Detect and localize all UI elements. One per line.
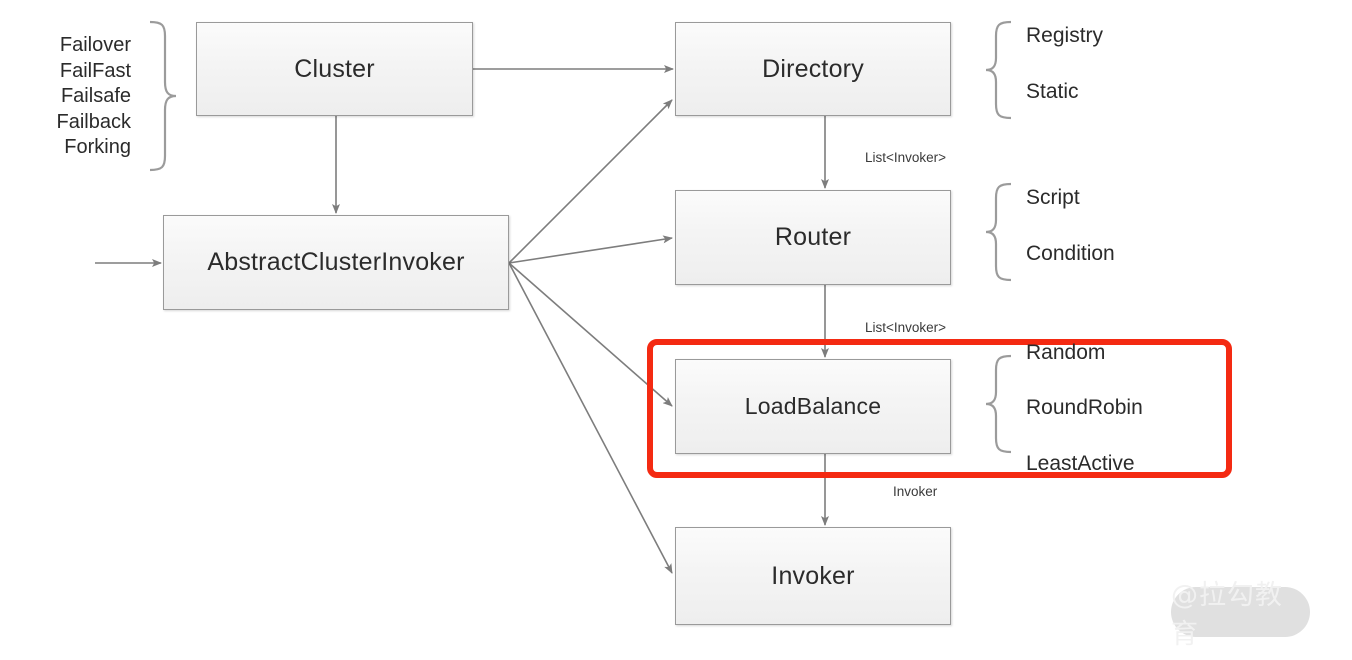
edge-label-load-balance-to-invoker: Invoker <box>893 484 938 499</box>
edge-abstract-cluster-invoker-to-router <box>508 235 673 264</box>
edge-abstract-cluster-invoker-to-directory <box>508 99 673 264</box>
load-balance-highlight-box <box>647 339 1232 478</box>
cluster-strategy-failfast: FailFast <box>59 59 131 82</box>
cluster-strategy-forking: Forking <box>64 136 131 159</box>
directory-impl-registry: Registry <box>1026 24 1104 47</box>
cluster-strategy-failover: Failover <box>59 34 131 56</box>
node-abstract-cluster-invoker-label: AbstractClusterInvoker <box>207 248 465 276</box>
node-router[interactable]: Router <box>675 190 951 285</box>
router-impl-condition: Condition <box>1026 242 1115 265</box>
edge-label-router-to-load-balance: List<Invoker> <box>865 320 947 335</box>
cluster-strategy-failsafe: Failsafe <box>60 85 131 108</box>
node-directory-label: Directory <box>762 54 864 83</box>
node-load-balance-label: LoadBalance <box>744 393 882 419</box>
loadbalance-impls-brace-icon <box>985 354 1012 454</box>
watermark: @拉勾教育 <box>1171 580 1310 650</box>
node-directory[interactable]: Directory <box>675 22 951 116</box>
node-router-label: Router <box>774 223 852 251</box>
node-abstract-cluster-invoker[interactable]: AbstractClusterInvoker <box>163 215 509 310</box>
cluster-strategies-brace-icon <box>149 20 177 172</box>
cluster-strategies-labels: Failover FailFast Failsafe Failback Fork… <box>0 33 131 161</box>
cluster-strategy-failback: Failback <box>56 110 131 133</box>
router-impl-script: Script <box>1026 186 1080 209</box>
loadbalance-impl-roundrobin: RoundRobin <box>1026 396 1143 419</box>
directory-impls-brace-icon <box>985 20 1012 120</box>
watermark-text: @拉勾教育 <box>1171 580 1283 650</box>
node-cluster[interactable]: Cluster <box>196 22 473 116</box>
router-impls-brace-icon <box>985 182 1012 282</box>
node-load-balance[interactable]: LoadBalance <box>675 359 951 454</box>
node-cluster-label: Cluster <box>294 54 375 83</box>
edge-label-directory-to-router: List<Invoker> <box>865 150 947 165</box>
loadbalance-impl-leastactive: LeastActive <box>1026 452 1135 475</box>
node-invoker-label: Invoker <box>771 561 855 590</box>
node-invoker[interactable]: Invoker <box>675 527 951 625</box>
directory-impl-static: Static <box>1026 80 1079 103</box>
loadbalance-impl-random: Random <box>1026 341 1106 364</box>
